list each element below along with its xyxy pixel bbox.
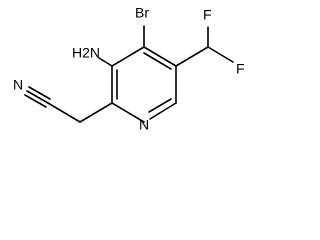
bond-cn-triple-3 (24, 94, 47, 108)
bond-cn-triple-2 (28, 86, 51, 100)
nitrile-nitrogen-label: N (13, 77, 23, 93)
pyridine-ring (111, 46, 177, 123)
bond-c2-ch2 (79, 102, 113, 123)
substituent-bonds (24, 25, 234, 123)
bond-cn-triple-1 (26, 90, 49, 104)
bond-c5-chf2 (175, 46, 209, 67)
atom-labels: Br H2N F F N N (13, 5, 245, 133)
bond-c-f-right (207, 46, 234, 63)
bromine-label: Br (135, 5, 149, 21)
bond-c4-c5 (143, 46, 177, 67)
bond-c4-c5-inner (143, 52, 172, 70)
ring-nitrogen-label: N (139, 117, 149, 133)
amino-label: H2N (72, 45, 100, 61)
bond-c3-nh2 (98, 57, 113, 67)
fluorine-top-label: F (203, 7, 212, 23)
molecule-structure: Br H2N F F N N (13, 5, 245, 133)
bond-c6-n1 (149, 102, 177, 120)
bond-c6-n1-inner (148, 98, 172, 113)
fluorine-bottom-label: F (236, 61, 245, 77)
bond-c3-c4 (111, 46, 145, 67)
bond-n1-c2 (111, 102, 145, 123)
bond-ch2-cn (47, 102, 81, 123)
